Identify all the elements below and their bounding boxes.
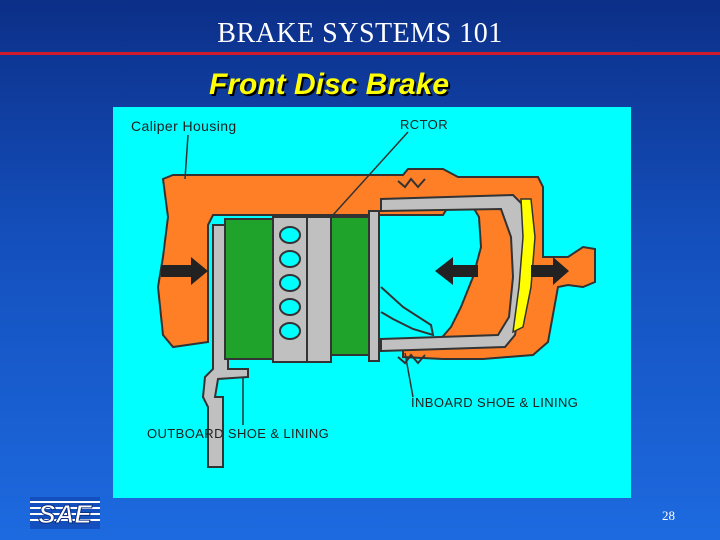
leader-lines [184,131,414,425]
outboard-force-arrow [161,257,208,285]
header-title: BRAKE SYSTEMS 101 [217,18,503,49]
caliper-housing-label: Caliper Housing [131,118,237,134]
anti-rattle-spring [380,286,435,337]
disc-brake-illustration [156,131,596,468]
force-arrows [161,257,569,285]
inboard-shoe-backplate [368,210,380,362]
piston-face [512,198,536,334]
slide-title: Front Disc Brake [209,68,450,101]
inboard-lining [330,216,370,356]
inboard-shoe-label: INBOARD SHOE & LINING [411,395,579,410]
piston-reaction-arrow [435,257,478,285]
sae-logo-text: SAE [38,499,92,529]
disc-brake-diagram: Caliper Housing RCTOR INBOARD SHOE & LIN… [113,107,631,498]
outboard-lining [224,218,274,360]
rotor-label: RCTOR [400,117,448,132]
header-divider [0,52,720,55]
seal-bottom [397,353,426,365]
sae-logo: SAE [30,497,100,529]
outboard-shoe-label: OUTBOARD SHOE & LINING [147,426,330,441]
seal-top [397,177,426,189]
page-number: 28 [662,508,675,523]
rotor [272,216,332,363]
hydraulic-pressure-arrow [531,257,569,285]
